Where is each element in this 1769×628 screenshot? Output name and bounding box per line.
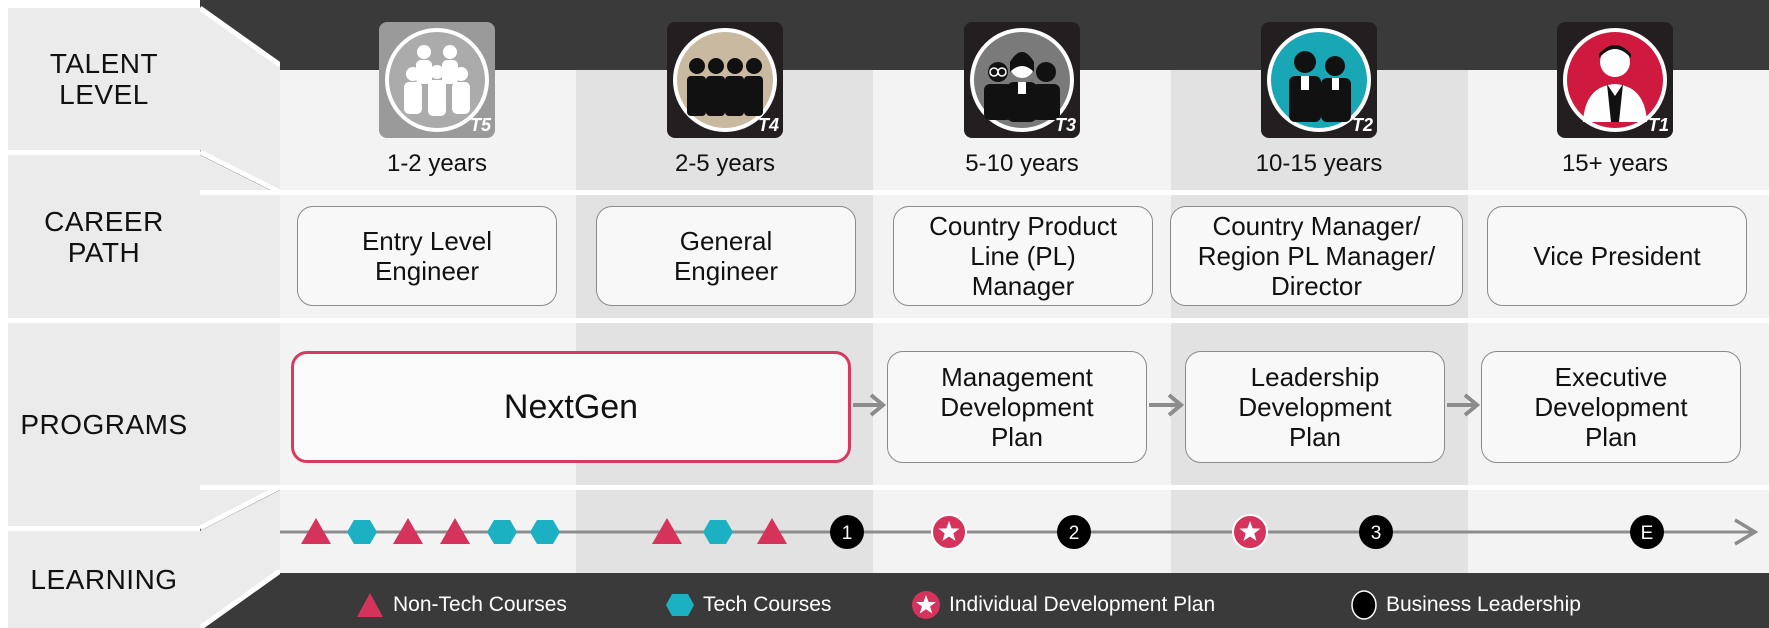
row-label-talent-level: TALENT LEVEL — [8, 8, 200, 150]
learning-marker-tech — [347, 520, 377, 544]
learning-marker-label: E — [1641, 523, 1654, 544]
years-t1: 15+ years — [1561, 150, 1669, 177]
separator-2 — [200, 318, 1769, 323]
years-t2: 10-15 years — [1255, 150, 1383, 177]
tier-tag-t5: T5 — [469, 115, 491, 135]
group-people-icon — [385, 28, 489, 132]
learning-marker-tech — [530, 520, 560, 544]
talent-tile-t3: T3 — [964, 22, 1080, 138]
arrow-icon — [1149, 393, 1185, 417]
learning-marker-non-tech — [652, 518, 682, 544]
tier-tag-t4: T4 — [757, 115, 779, 135]
black-circle-icon — [1351, 590, 1377, 620]
row-label-programs: PROGRAMS — [8, 323, 200, 526]
learning-marker-idp — [1232, 514, 1268, 550]
program-box-leadership: Leadership Development Plan — [1185, 351, 1445, 463]
learning-marker-non-tech — [757, 518, 787, 544]
arrow-icon — [1447, 393, 1481, 417]
learning-marker-idp — [931, 514, 967, 550]
legend-business-label: Business Leadership — [1386, 593, 1581, 616]
years-t5: 1-2 years — [386, 150, 488, 177]
tier-tag-t2: T2 — [1351, 115, 1373, 135]
career-box-vice-president: Vice President — [1487, 206, 1747, 306]
learning-marker-business-1: 1 — [830, 515, 864, 549]
separator-1 — [200, 190, 1769, 195]
legend-business: Business Leadership — [1350, 590, 1581, 620]
row-label-career-path: CAREER PATH — [8, 155, 200, 318]
program-box-executive: Executive Development Plan — [1481, 351, 1741, 463]
career-box-general-engineer: General Engineer — [596, 206, 856, 306]
learning-marker-business-2: 2 — [1057, 515, 1091, 549]
star-circle-icon — [912, 591, 940, 619]
learning-marker-business-3: 3 — [1359, 515, 1393, 549]
talent-tile-t5: T5 — [379, 22, 495, 138]
legend-idp: Individual Development Plan — [911, 590, 1215, 620]
program-box-nextgen: NextGen — [291, 351, 851, 463]
learning-marker-label: 3 — [1371, 523, 1382, 544]
learning-marker-non-tech — [440, 518, 470, 544]
learning-marker-label: 2 — [1069, 523, 1080, 544]
talent-tile-t4: T4 — [667, 22, 783, 138]
row-labels-column: TALENT LEVEL CAREER PATH PROGRAMS LEARNI… — [0, 0, 200, 628]
team-people-icon — [673, 28, 777, 132]
learning-marker-non-tech — [301, 518, 331, 544]
learning-marker-label: 1 — [842, 523, 853, 544]
separator-3 — [200, 485, 1769, 490]
career-box-country-pl-manager: Country Product Line (PL) Manager — [893, 206, 1153, 306]
legend-tech: Tech Courses — [665, 590, 831, 620]
years-t3: 5-10 years — [965, 150, 1079, 177]
legend-non-tech-label: Non-Tech Courses — [393, 593, 567, 616]
learning-marker-business-E: E — [1630, 515, 1664, 549]
tier-tag-t1: T1 — [1647, 115, 1669, 135]
triangle-icon — [357, 593, 383, 617]
talent-tile-t1: T1 — [1557, 22, 1673, 138]
connector-wedges — [200, 5, 280, 628]
career-box-entry-level: Entry Level Engineer — [297, 206, 557, 306]
executive-person-icon — [1563, 28, 1667, 132]
career-box-country-manager: Country Manager/ Region PL Manager/ Dire… — [1170, 206, 1463, 306]
program-box-management: Management Development Plan — [887, 351, 1147, 463]
legend-non-tech: Non-Tech Courses — [355, 590, 567, 620]
tier-tag-t3: T3 — [1054, 115, 1076, 135]
learning-marker-tech — [487, 520, 517, 544]
hexagon-icon — [666, 594, 694, 616]
legend-tech-label: Tech Courses — [703, 593, 832, 616]
three-people-icon — [970, 28, 1074, 132]
learning-marker-non-tech — [393, 518, 423, 544]
legend-idp-label: Individual Development Plan — [949, 593, 1216, 616]
two-people-icon — [1267, 28, 1371, 132]
years-t4: 2-5 years — [674, 150, 776, 177]
learning-timeline: 1 2 3 E — [280, 514, 1759, 550]
learning-marker-tech — [703, 520, 733, 544]
row-label-learning: LEARNING — [8, 531, 200, 628]
talent-tile-t2: T2 — [1261, 22, 1377, 138]
arrow-icon — [853, 393, 887, 417]
